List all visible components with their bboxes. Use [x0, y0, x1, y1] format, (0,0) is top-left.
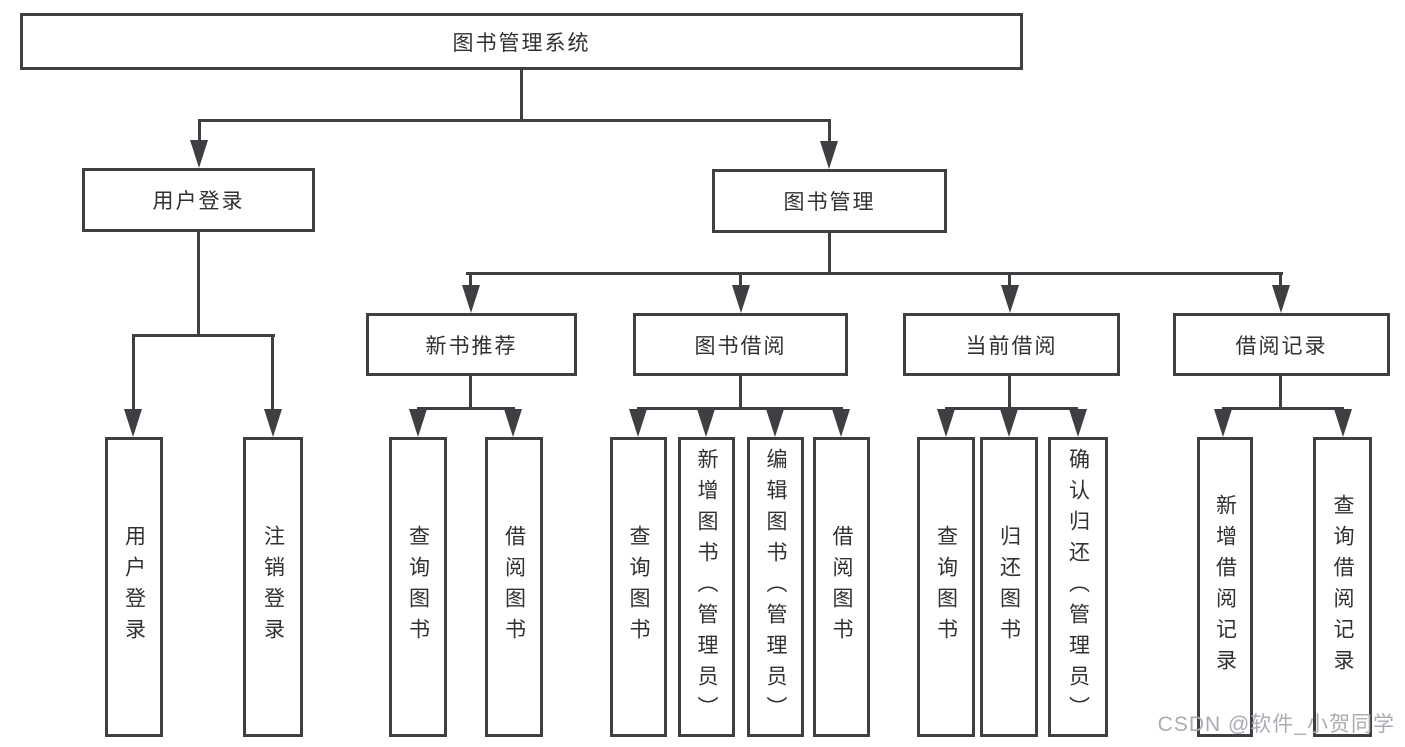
connector-vline — [739, 376, 742, 409]
leaf-query-books: 查询图书 — [917, 437, 975, 737]
node-label: 新书推荐 — [425, 334, 518, 358]
arrow-down-icon — [124, 409, 142, 437]
node-label: 用户登录 — [152, 190, 245, 213]
arrow-down-icon — [697, 409, 715, 437]
arrow-down-icon — [732, 285, 750, 313]
arrow-down-icon — [937, 409, 955, 437]
leaf-return-books: 归还图书 — [980, 437, 1038, 737]
leaf-borrow-books: 借阅图书 — [813, 437, 870, 737]
connector-vline — [1008, 376, 1011, 409]
connector-vline — [739, 272, 742, 288]
node-label: 编辑图书（管理员） — [764, 447, 787, 727]
connector-hline — [132, 334, 275, 337]
connector-hline — [637, 407, 843, 410]
connector-vline — [469, 376, 472, 409]
leaf-add-borrow-record: 新增借阅记录 — [1197, 437, 1253, 737]
node-label: 查询图书 — [406, 525, 430, 649]
connector-hline — [466, 272, 1283, 275]
node-label: 图书管理系统 — [452, 31, 591, 55]
leaf-confirm-return-admin: 确认归还（管理员） — [1048, 437, 1108, 737]
leaf-logout: 注销登录 — [243, 437, 303, 737]
node-book-borrow: 图书借阅 — [633, 313, 848, 376]
connector-vline — [828, 119, 831, 145]
arrow-down-icon — [264, 409, 282, 437]
arrow-down-icon — [629, 409, 647, 437]
node-library-management-system: 图书管理系统 — [20, 13, 1023, 70]
leaf-edit-book-admin: 编辑图书（管理员） — [747, 437, 804, 737]
connector-vline — [520, 70, 523, 121]
node-label: 查询图书 — [934, 525, 958, 649]
arrow-down-icon — [1001, 285, 1019, 313]
node-label: 确认归还（管理员） — [1066, 447, 1090, 727]
connector-vline — [1279, 376, 1282, 409]
connector-vline — [828, 233, 831, 274]
leaf-query-books: 查询图书 — [389, 437, 447, 737]
leaf-add-book-admin: 新增图书（管理员） — [678, 437, 735, 737]
connector-vline — [1008, 272, 1011, 288]
node-label: 当前借阅 — [965, 334, 1058, 358]
connector-hline — [1222, 407, 1344, 410]
arrow-down-icon — [462, 285, 480, 313]
node-label: 新增借阅记录 — [1213, 494, 1237, 680]
arrow-down-icon — [1000, 409, 1018, 437]
node-current-borrow: 当前借阅 — [903, 313, 1120, 376]
watermark: CSDN @软件_小贺同学 — [1157, 713, 1395, 736]
node-label: 注销登录 — [261, 525, 285, 649]
arrow-down-icon — [832, 409, 850, 437]
node-label: 查询图书 — [627, 525, 650, 649]
leaf-borrow-books: 借阅图书 — [485, 437, 543, 737]
arrow-down-icon — [1069, 409, 1087, 437]
node-user-login: 用户登录 — [82, 168, 315, 232]
connector-vline — [271, 334, 274, 412]
connector-vline — [469, 272, 472, 288]
arrow-down-icon — [1272, 285, 1290, 313]
node-label: 查询借阅记录 — [1331, 494, 1354, 680]
leaf-query-borrow-record: 查询借阅记录 — [1313, 437, 1372, 737]
arrow-down-icon — [820, 141, 838, 169]
connector-hline — [417, 407, 515, 410]
arrow-down-icon — [190, 140, 208, 168]
connector-vline — [197, 232, 200, 337]
node-label: 借阅记录 — [1235, 334, 1328, 358]
arrow-down-icon — [504, 409, 522, 437]
connector-hline — [945, 407, 1078, 410]
node-book-management: 图书管理 — [712, 169, 947, 233]
arrow-down-icon — [1214, 409, 1232, 437]
node-new-book-recommend: 新书推荐 — [366, 313, 577, 376]
arrow-down-icon — [766, 409, 784, 437]
arrow-down-icon — [409, 409, 427, 437]
connector-hline — [198, 119, 831, 122]
node-label: 图书借阅 — [694, 334, 787, 358]
node-label: 归还图书 — [997, 525, 1021, 649]
node-label: 图书管理 — [783, 191, 876, 214]
node-label: 借阅图书 — [830, 525, 853, 649]
connector-vline — [1279, 272, 1282, 288]
node-label: 借阅图书 — [502, 525, 526, 649]
arrow-down-icon — [1334, 409, 1352, 437]
leaf-user-login: 用户登录 — [105, 437, 163, 737]
node-label: 用户登录 — [122, 525, 146, 649]
connector-vline — [198, 119, 201, 145]
leaf-query-books: 查询图书 — [610, 437, 667, 737]
connector-vline — [132, 334, 135, 412]
node-label: 新增图书（管理员） — [695, 447, 718, 727]
node-borrow-records: 借阅记录 — [1173, 313, 1390, 376]
